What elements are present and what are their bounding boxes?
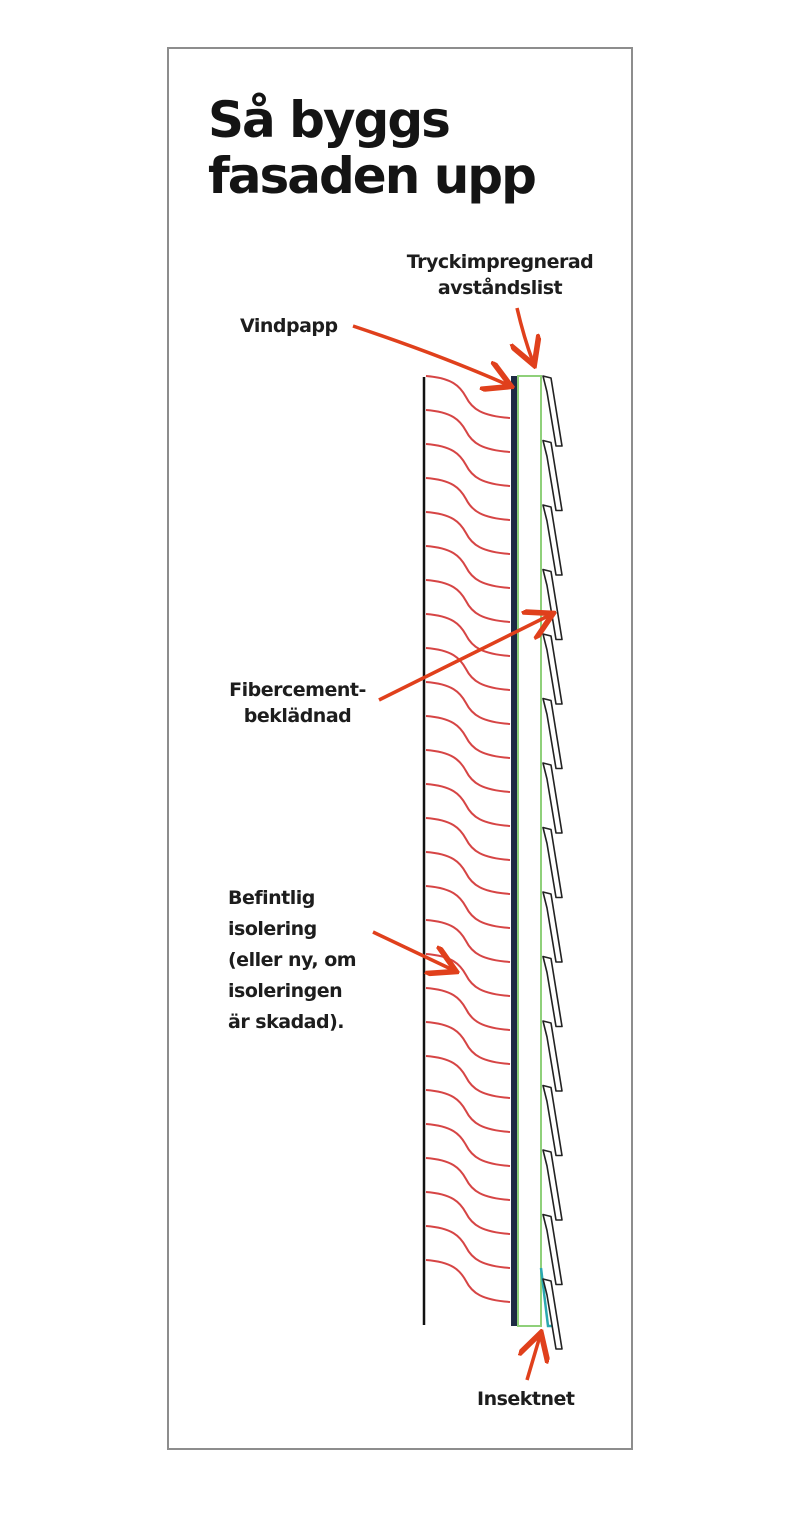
label-befintlig-line-5: är skadad). [228,1011,345,1033]
insulation-curve [425,1021,511,1065]
cladding-board [542,955,563,1028]
cladding-board [542,375,563,447]
arrow-fibercement [378,615,550,702]
insulation-curve [425,681,511,725]
insulation-curve [425,647,511,691]
title-line-1: Så byggs [208,91,451,149]
pointer-arrows [352,307,550,1381]
insulation-curve [425,1123,511,1167]
insulation-curve [425,477,511,521]
insulation-curve [425,1225,511,1269]
insulation-curve [425,715,511,759]
insulation-curve [425,1259,511,1303]
cladding-board [542,762,563,834]
insulation-curve [425,375,511,419]
label-tryckimpregnerad-avstandslist: Tryckimpregnerad avståndslist [405,249,595,301]
cladding-board [542,891,563,963]
insulation-curves [425,375,511,1303]
insect-net [539,1267,553,1328]
cladding-board [542,1213,563,1286]
label-befintlig-isolering: Befintlig isolering (eller ny, om isoler… [228,883,357,1038]
insulation-curve [425,511,511,555]
label-tryck-line-1: Tryckimpregnerad [406,251,594,273]
insulation-curve [425,613,511,657]
insulation-curve [425,579,511,623]
label-befintlig-line-4: isoleringen [228,980,343,1002]
insulation-curve [425,749,511,793]
insulation-curve [425,919,511,963]
insulation-curve [425,1191,511,1235]
spacer-batten [517,375,542,1327]
label-tryck-line-2: avståndslist [437,277,563,299]
arrow-insektnet [527,1336,540,1381]
arrow-isolering [372,930,453,970]
diagram-title: Så byggs fasaden upp [208,91,537,205]
insulation-curve [425,1055,511,1099]
insulation-curve [425,1157,511,1201]
wind-paper [511,376,517,1326]
cladding-board [542,1149,563,1221]
label-befintlig-line-3: (eller ny, om [228,949,357,971]
cladding-board [542,826,563,899]
cladding-board [542,1020,563,1092]
label-befintlig-line-1: Befintlig [228,887,315,909]
cladding-board [542,1084,563,1157]
arrow-tryckimpregnerad [517,307,533,362]
label-fiber-line-1: Fibercement- [229,679,366,701]
insulation-curve [425,885,511,929]
insulation-curve [425,987,511,1031]
insulation-curve [425,545,511,589]
cladding-board [542,439,563,512]
label-fiber-line-2: beklädnad [243,705,352,727]
cladding-board [542,697,563,770]
cladding-board [542,504,563,576]
label-fibercement-bekladnad: Fibercement- beklädnad [210,677,385,729]
cladding-board [542,1278,563,1350]
insulation-curve [425,817,511,861]
label-befintlig-line-2: isolering [228,918,317,940]
cladding-board [542,633,563,705]
insulation-curve [425,1089,511,1133]
label-insektnet: Insektnet [477,1388,575,1410]
insulation-curve [425,409,511,453]
insulation-curve [425,851,511,895]
cladding-board [542,568,563,641]
arrow-vindpapp [352,324,508,385]
fiber-cement-cladding [542,375,563,1350]
insulation-curve [425,443,511,487]
insulation-curve [425,783,511,827]
label-vindpapp: Vindpapp [240,315,338,337]
title-line-2: fasaden upp [208,147,537,205]
